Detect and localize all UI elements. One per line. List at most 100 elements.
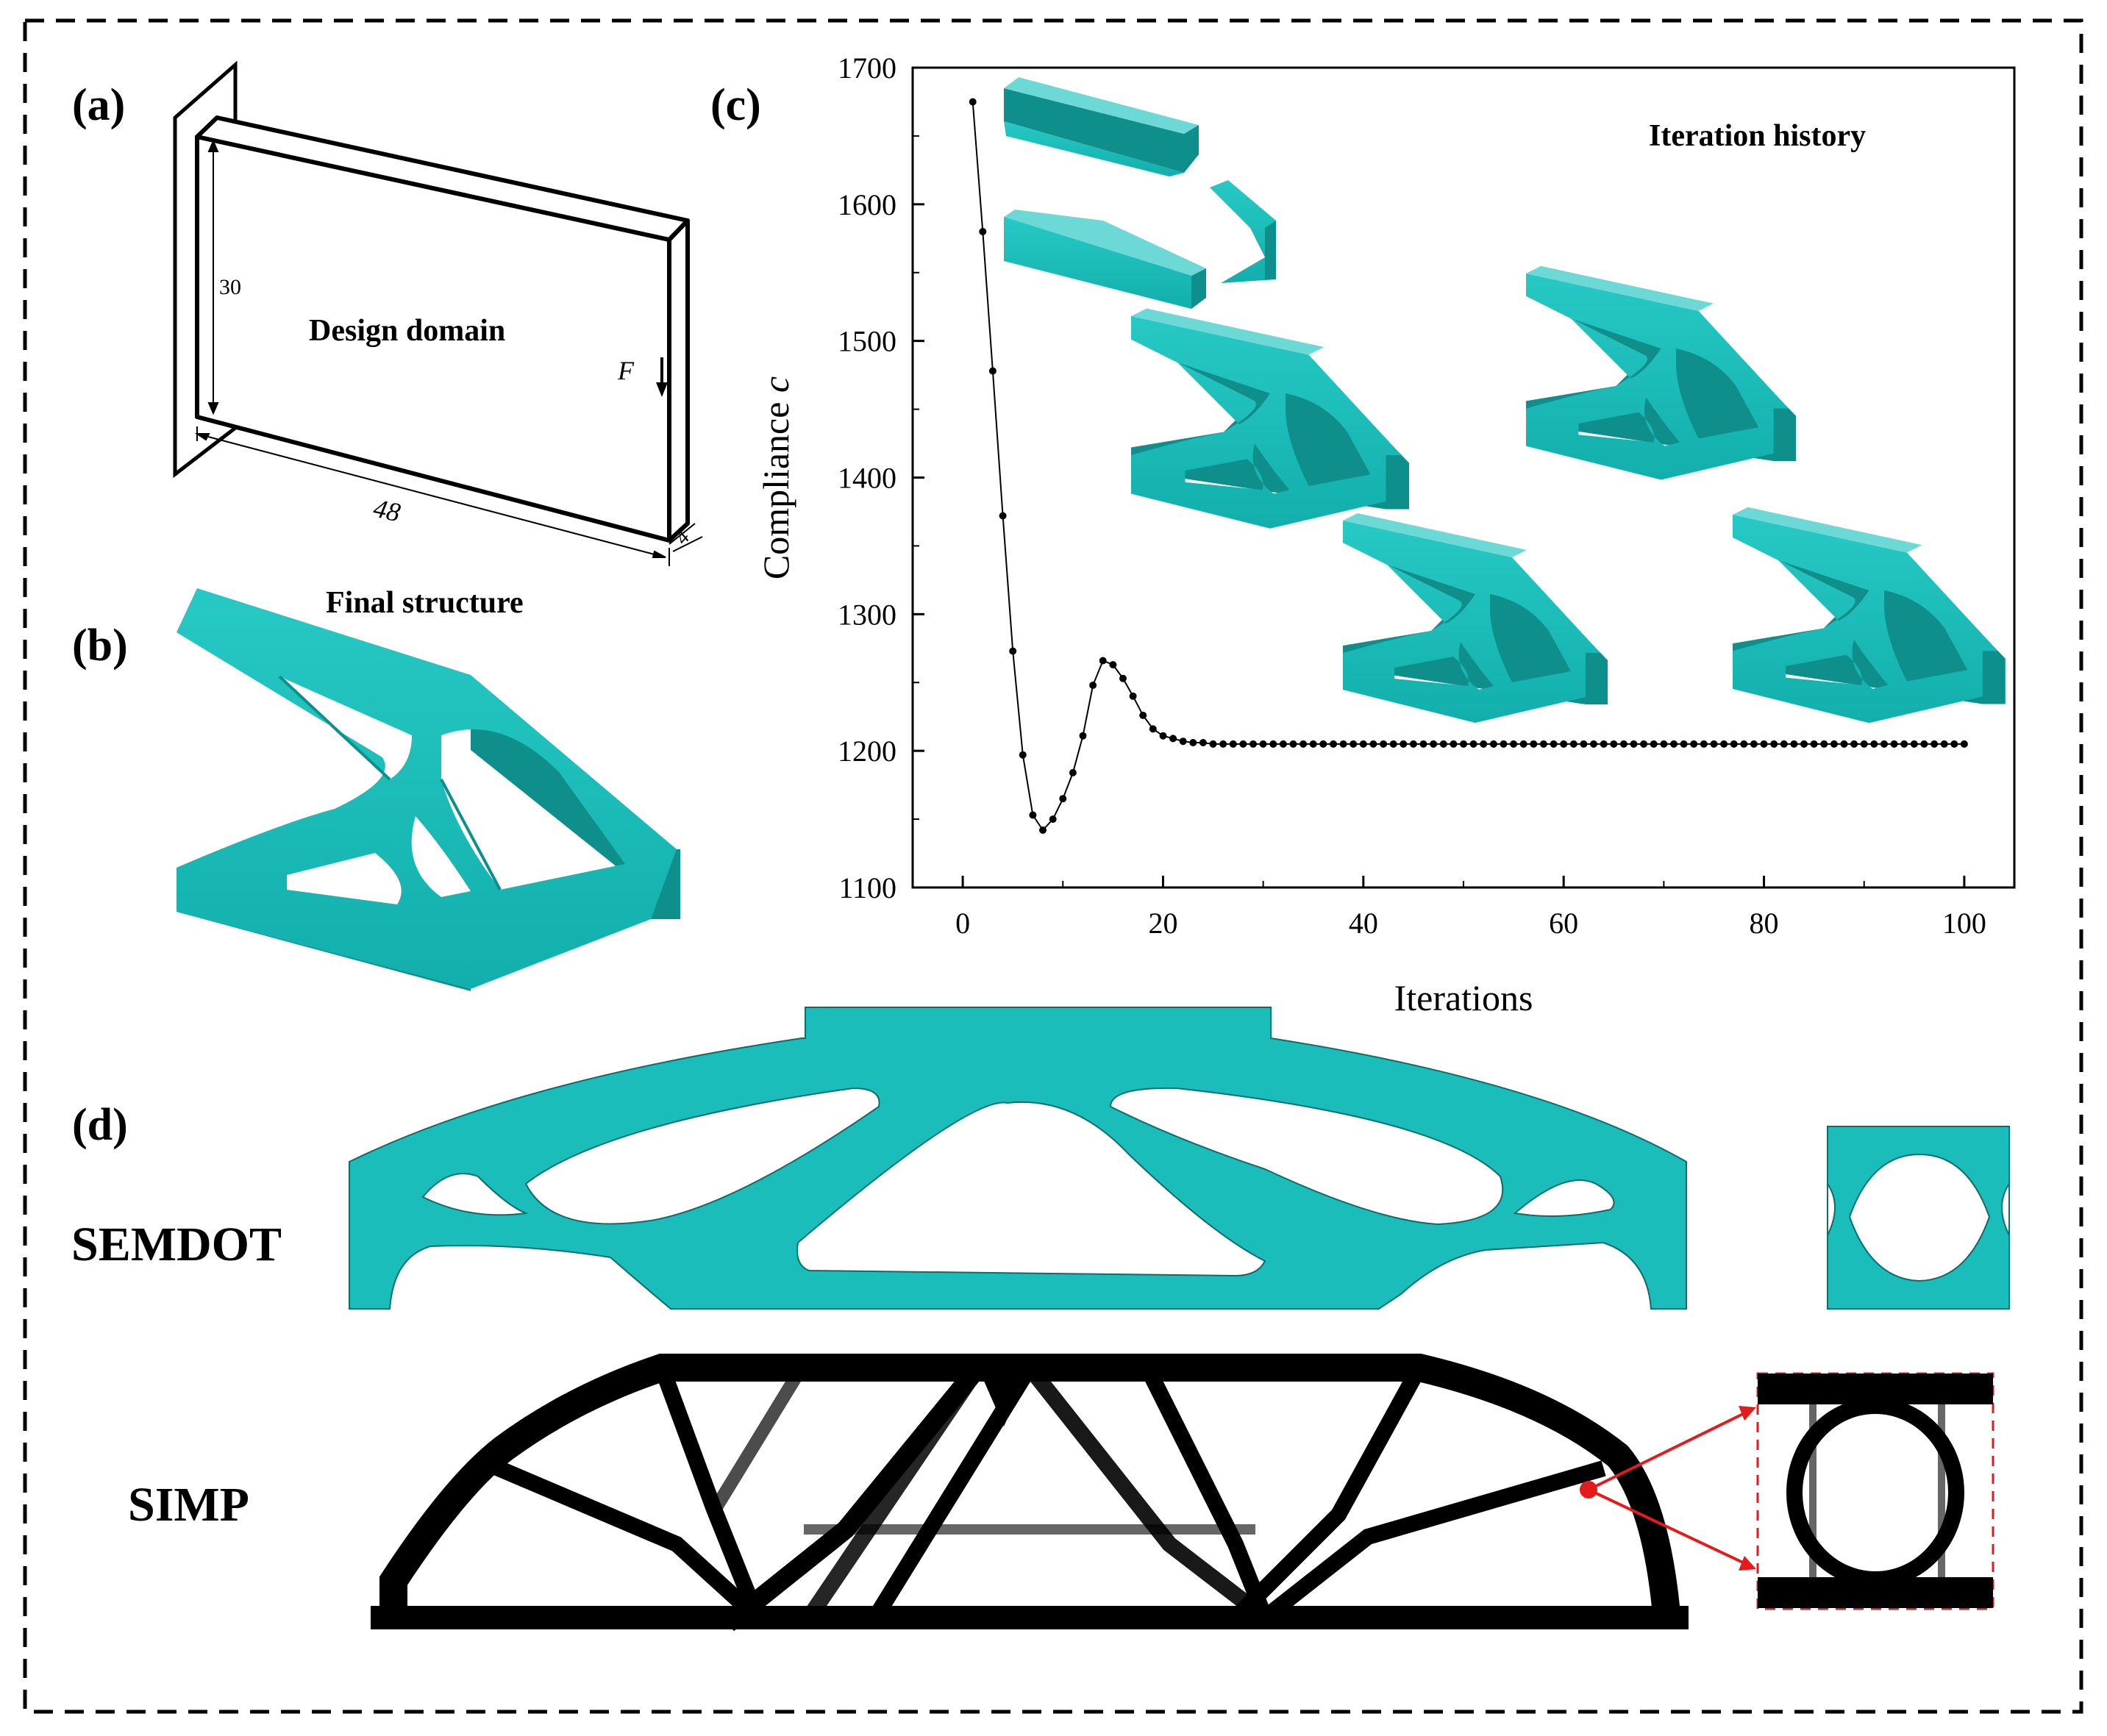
data-point	[1419, 740, 1427, 748]
data-point	[1109, 661, 1117, 669]
series-points	[969, 98, 1968, 834]
y-tick-label: 1500	[838, 325, 896, 358]
load-label: F	[617, 356, 635, 385]
dim-height-label: 30	[219, 275, 241, 299]
data-point	[1550, 740, 1558, 748]
data-point	[1489, 740, 1497, 748]
data-point	[1430, 740, 1438, 748]
data-point	[1510, 740, 1518, 748]
data-point	[1640, 740, 1648, 748]
simp-bridge	[371, 1354, 1689, 1632]
data-point	[1409, 740, 1417, 748]
x-tick-label: 100	[1942, 907, 1986, 940]
data-point	[1039, 826, 1047, 834]
data-point	[1600, 740, 1608, 748]
data-point	[1890, 740, 1898, 748]
method-label-simp: SIMP	[128, 1478, 249, 1532]
data-point	[1569, 740, 1577, 748]
data-point	[1820, 740, 1828, 748]
data-point	[1369, 740, 1377, 748]
data-point	[1680, 740, 1688, 748]
snapshot-template	[1131, 265, 2006, 724]
data-point	[1519, 740, 1527, 748]
data-point	[1870, 740, 1878, 748]
data-point	[1690, 740, 1698, 748]
x-axis-title: Iterations	[1394, 977, 1533, 1018]
load-arrow-icon	[656, 357, 668, 397]
data-point	[1380, 740, 1388, 748]
data-point	[1189, 739, 1197, 746]
data-point	[1730, 740, 1738, 748]
semdot-bridge	[349, 1007, 1687, 1310]
iteration-history-title: Iteration history	[1649, 119, 1866, 153]
data-point	[1670, 740, 1678, 748]
data-point	[1880, 740, 1888, 748]
data-point	[1009, 647, 1017, 655]
data-point	[1950, 740, 1958, 748]
data-point	[1960, 740, 1968, 748]
final-structure-title: Final structure	[326, 586, 524, 620]
data-point	[1450, 740, 1458, 748]
data-point	[1119, 674, 1127, 682]
data-point	[1179, 737, 1187, 746]
data-point	[1930, 740, 1939, 748]
data-point	[1840, 740, 1848, 748]
panel-b-letter: (b)	[72, 621, 128, 671]
y-tick-label: 1200	[838, 735, 896, 768]
simp-detail-cell	[1756, 1372, 1994, 1610]
y-axis-title: Compliance c	[755, 376, 796, 579]
y-tick-label: 1600	[838, 188, 896, 221]
data-point	[1400, 740, 1408, 748]
data-point	[1309, 740, 1317, 748]
data-point	[1830, 740, 1838, 748]
snapshot-early-2	[1004, 180, 1276, 309]
plot-frame	[911, 66, 2016, 889]
method-label-semdot: SEMDOT	[71, 1218, 282, 1271]
data-point	[1619, 740, 1628, 748]
dimension-lines	[194, 139, 703, 566]
data-point	[1389, 740, 1397, 748]
series-line	[971, 101, 1964, 832]
data-point	[1099, 657, 1107, 665]
data-point	[1229, 740, 1237, 748]
data-point	[1530, 740, 1538, 748]
x-tick-label: 40	[1349, 907, 1378, 940]
snapshot-iteration-5	[1343, 513, 1608, 723]
data-point	[1279, 740, 1287, 748]
data-point	[1650, 740, 1658, 748]
data-point	[1760, 740, 1768, 748]
y-tick-label: 1400	[838, 462, 896, 495]
data-point	[1580, 740, 1588, 748]
data-point	[1319, 740, 1327, 748]
data-point	[1069, 768, 1077, 776]
data-point	[1900, 740, 1908, 748]
snapshot-iteration-4	[1526, 265, 1797, 480]
data-point	[1079, 732, 1087, 740]
data-point	[1469, 740, 1477, 748]
data-point	[1199, 739, 1207, 746]
data-point	[1800, 740, 1808, 748]
data-point	[1159, 732, 1167, 740]
compliance-series	[969, 98, 1968, 834]
semdot-detail-cell	[1827, 1126, 2010, 1310]
y-tick-label: 1300	[838, 598, 896, 631]
data-point	[1300, 740, 1308, 748]
data-point	[1019, 751, 1027, 759]
data-point	[1920, 740, 1928, 748]
data-point	[988, 367, 997, 375]
data-point	[1129, 692, 1137, 700]
data-point	[1940, 740, 1948, 748]
design-domain-title: Design domain	[309, 314, 505, 348]
data-point	[1269, 740, 1277, 748]
data-point	[1259, 740, 1267, 748]
x-tick-label: 20	[1148, 907, 1177, 940]
data-point	[1610, 740, 1618, 748]
dashed-frame	[23, 18, 2083, 1714]
data-point	[1239, 740, 1247, 748]
snapshot-iteration-3	[1131, 308, 1409, 529]
panel-a-letter: (a)	[72, 80, 125, 130]
data-point	[1710, 740, 1718, 748]
